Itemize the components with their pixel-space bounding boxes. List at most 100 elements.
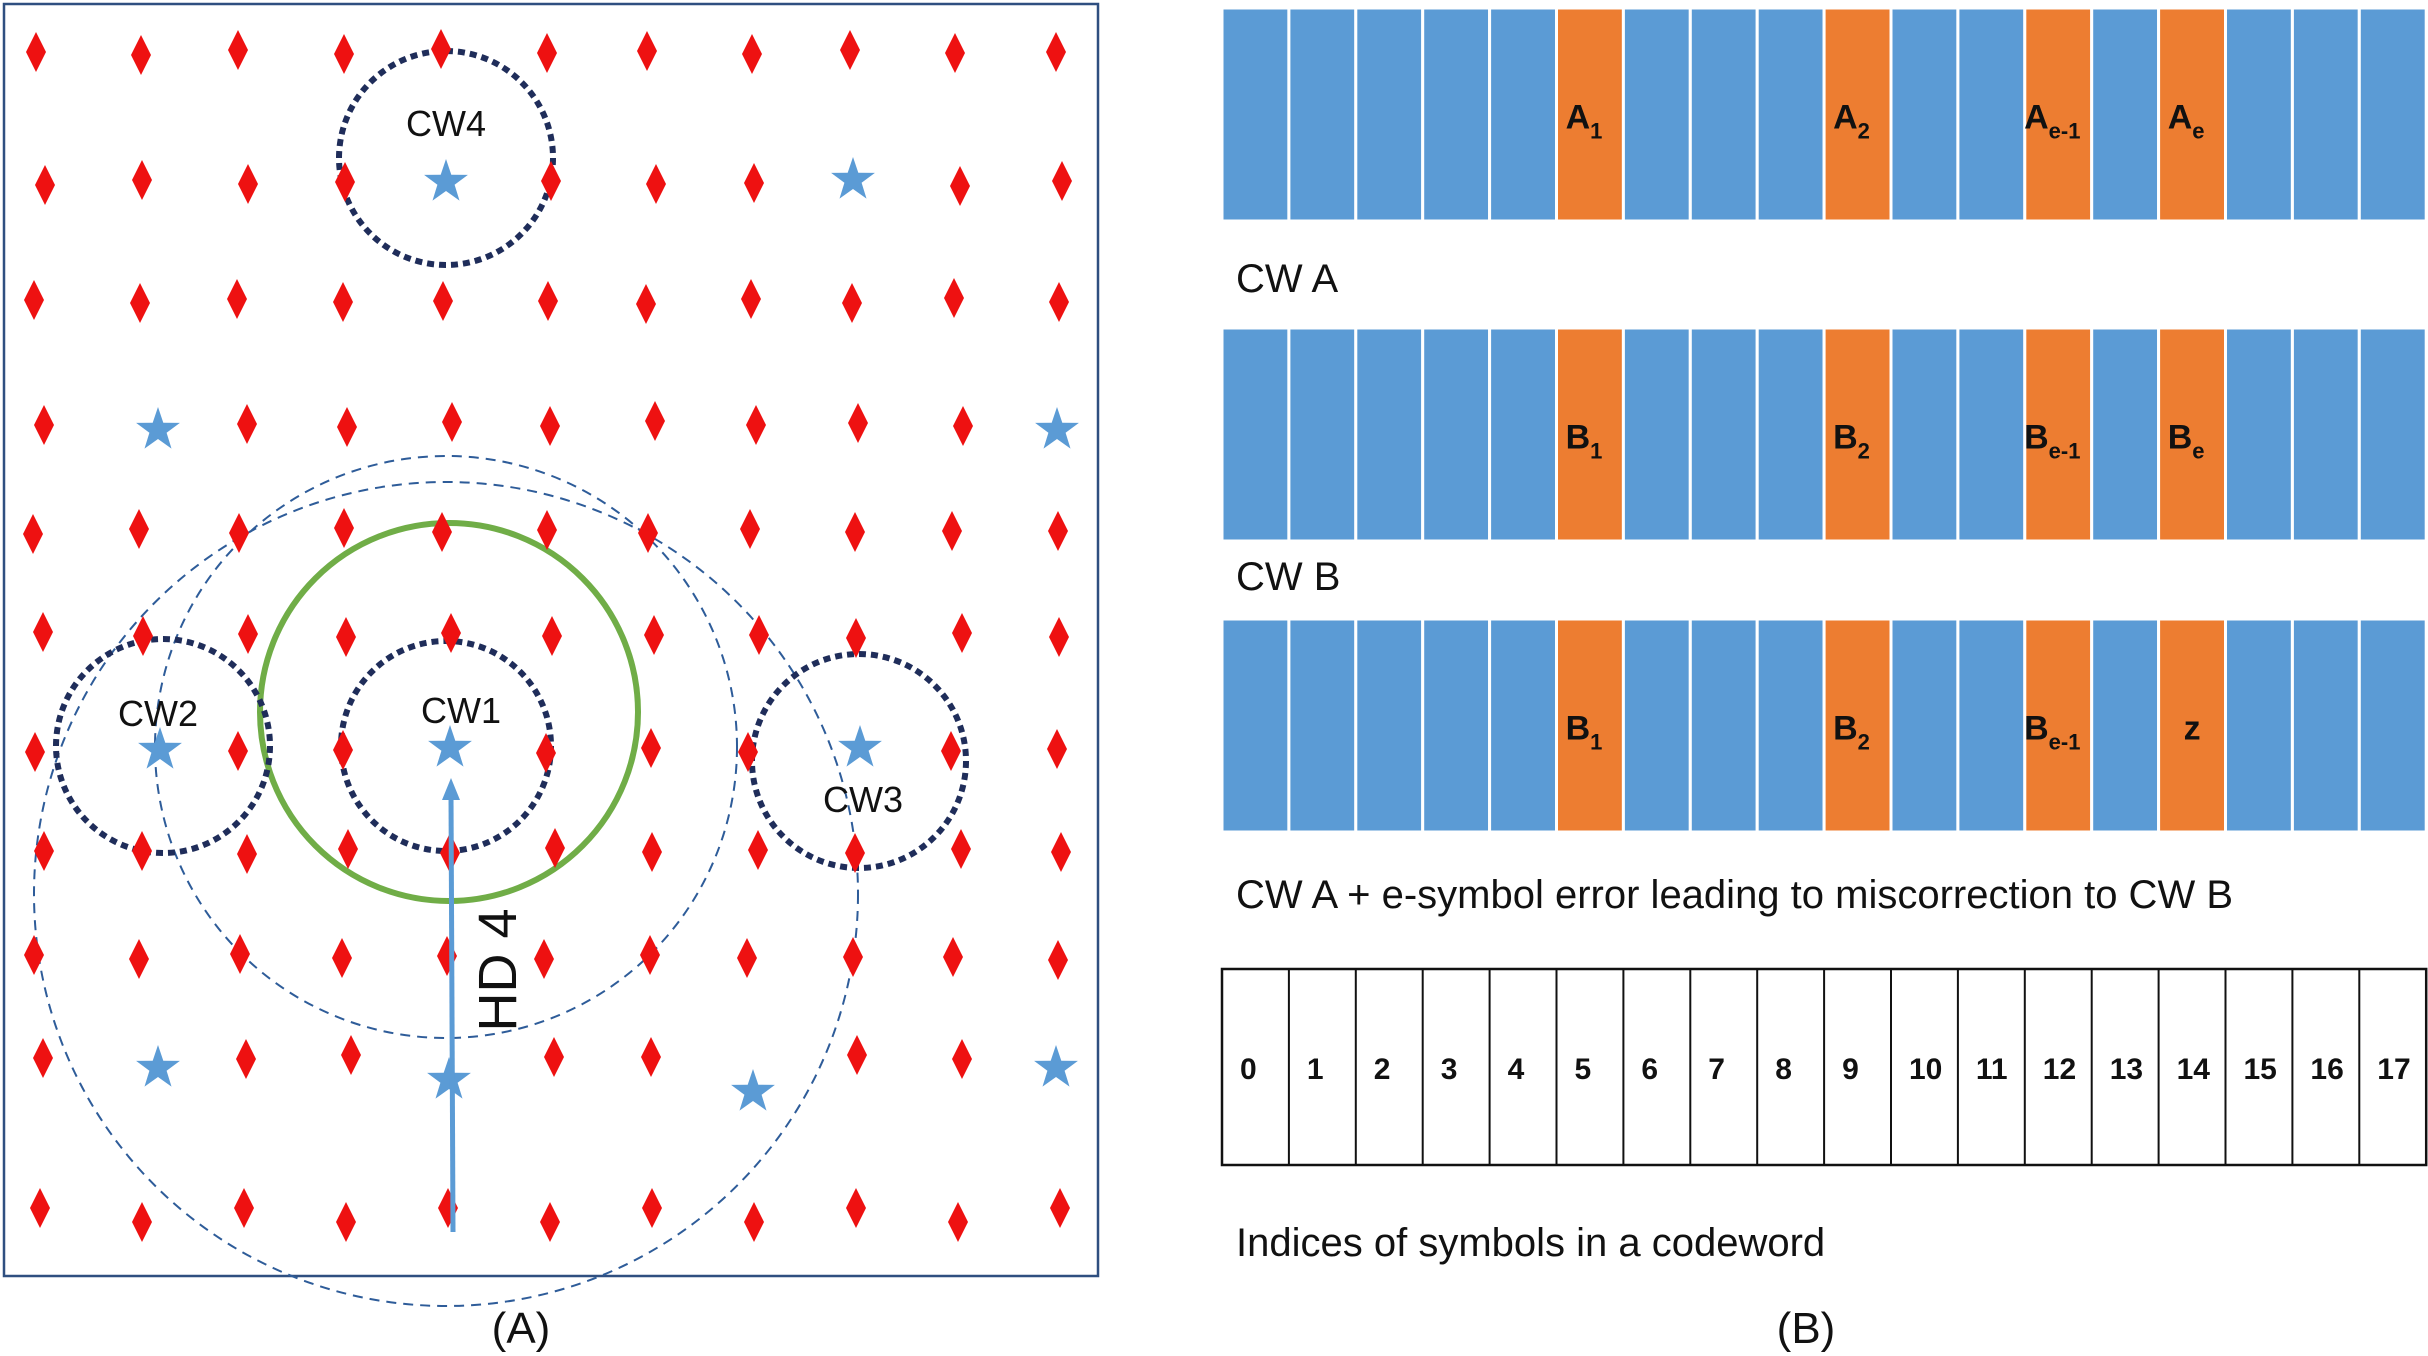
symbol-cell	[1956, 326, 2027, 543]
indices-caption: Indices of symbols in a codeword	[1236, 1221, 1825, 1265]
codeword-star	[731, 1069, 775, 1111]
lattice-point	[338, 829, 358, 869]
panel-a: CW4 CW2 CW1 CW3 HD 4 (A)	[2, 2, 1100, 1353]
symbol-cell	[1287, 617, 1358, 834]
panel-a-caption: (A)	[492, 1304, 551, 1353]
lattice-point	[35, 165, 55, 205]
lattice-point	[333, 282, 353, 322]
symbol-cell	[1421, 617, 1492, 834]
symbol-cell	[2224, 326, 2294, 543]
lattice-point	[644, 615, 664, 655]
lattice-point	[34, 831, 54, 871]
lattice-point	[741, 279, 761, 319]
lattice-point	[544, 1037, 564, 1077]
lattice-point	[545, 828, 565, 868]
symbol-cell	[1488, 617, 1558, 834]
lattice-point	[229, 513, 249, 553]
lattice-point	[129, 509, 149, 549]
symbol-cell	[1688, 326, 1759, 543]
cw2-label: CW2	[118, 693, 198, 734]
error-symbol-cell	[1555, 326, 1625, 543]
lattice-point	[33, 612, 53, 652]
lattice-point	[748, 830, 768, 870]
lattice-point	[432, 512, 452, 552]
lattice-point	[950, 166, 970, 206]
lattice-point	[943, 937, 963, 977]
lattice-point	[23, 514, 43, 554]
index-label: 13	[2110, 1053, 2143, 1086]
codeword-star	[1035, 407, 1079, 449]
symbol-cell	[1956, 6, 2027, 223]
lattice-point	[638, 513, 658, 553]
lattice-point	[944, 278, 964, 318]
codeword-star	[838, 725, 882, 767]
symbol-cell	[1354, 326, 1425, 543]
symbol-cell	[1621, 326, 1692, 543]
codeword-star	[138, 727, 182, 769]
symbol-cell	[1421, 326, 1492, 543]
hamming-distance-arrow	[442, 778, 460, 1233]
index-label: 17	[2377, 1053, 2410, 1086]
lattice-point	[742, 34, 762, 74]
symbol-cell	[1488, 326, 1558, 543]
lattice-point	[1049, 282, 1069, 322]
error-symbol-cell	[2023, 617, 2094, 834]
symbol-cell	[1621, 6, 1692, 223]
lattice-point	[542, 616, 562, 656]
symbol-cell	[1755, 6, 1826, 223]
lattice-point	[842, 283, 862, 323]
index-label: 10	[1909, 1053, 1942, 1086]
lattice-point	[132, 831, 152, 871]
lattice-point	[744, 1202, 764, 1242]
error-symbol-cell	[2157, 326, 2228, 543]
lattice-point	[333, 730, 353, 770]
lattice-point	[845, 512, 865, 552]
outer-distance-sphere	[33, 481, 859, 1307]
codeword-star	[136, 407, 180, 449]
lattice-point	[640, 935, 660, 975]
index-label: 15	[2244, 1053, 2277, 1086]
symbol-label: Ae	[2168, 99, 2205, 144]
lattice-point	[236, 1039, 256, 1079]
codeword-star	[427, 1057, 471, 1099]
cw4-decode-circle	[336, 48, 556, 268]
symbol-cell	[2224, 6, 2294, 223]
codeword-star	[1034, 1045, 1078, 1087]
lattice-point	[26, 32, 46, 72]
lattice-point	[744, 163, 764, 203]
lattice-point	[227, 279, 247, 319]
symbol-cell	[1287, 6, 1358, 223]
lattice-point	[749, 615, 769, 655]
inner-distance-sphere	[154, 455, 738, 1039]
lattice-point	[230, 934, 250, 974]
symbol-cell	[2357, 617, 2428, 834]
error-symbol-cell	[1822, 617, 1893, 834]
codeword-star	[136, 1045, 180, 1087]
symbol-cell	[1889, 617, 1960, 834]
lattice-point	[737, 938, 757, 978]
symbol-cell	[2090, 617, 2161, 834]
codeword-star	[831, 157, 875, 199]
symbol-cell	[1755, 617, 1826, 834]
lattice-point	[540, 1202, 560, 1242]
lattice-point	[1048, 940, 1068, 980]
lattice-point	[1052, 161, 1072, 201]
index-label: 8	[1775, 1053, 1792, 1086]
lattice-point	[538, 281, 558, 321]
index-label: 11	[1976, 1053, 2008, 1086]
lattice-point	[646, 164, 666, 204]
panel-b-caption: (B)	[1777, 1304, 1836, 1353]
lattice-point	[336, 617, 356, 657]
error-symbol-cell	[1822, 326, 1893, 543]
lattice-point	[130, 283, 150, 323]
error-symbol-cell	[1555, 617, 1625, 834]
symbol-cell	[2090, 6, 2161, 223]
lattice-point	[847, 1035, 867, 1075]
lattice-point	[846, 618, 866, 658]
symbol-cell	[1220, 617, 1291, 834]
lattice-point	[1047, 729, 1067, 769]
lattice-point	[335, 162, 355, 202]
